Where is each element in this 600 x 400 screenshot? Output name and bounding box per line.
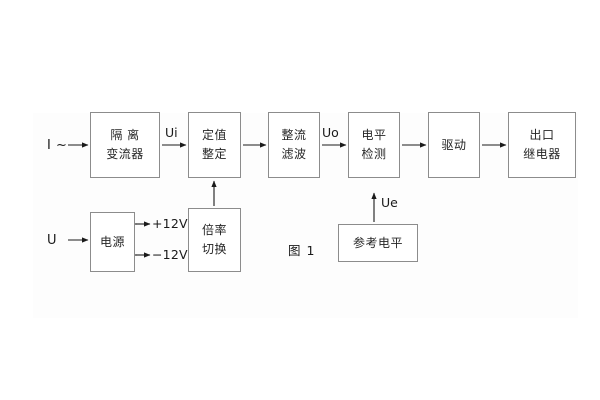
block-value-setting-line1: 定值 [201,128,227,143]
block-driver-line1: 驱动 [441,137,467,152]
block-multiplier-switch-line2: 切换 [201,242,227,256]
signal-label-uo: Uo [322,125,339,140]
rail-label-negative-12v: −12V [152,247,188,262]
rail-label-positive-12v: +12V [152,216,188,231]
block-isolation-current-transformer-line1: 隔 离 [110,128,140,143]
block-value-setting[interactable]: 定值 整定 [188,112,241,178]
input-label-voltage: U [47,233,58,248]
block-value-setting-line2: 整定 [201,147,227,161]
signal-label-ui: Ui [165,125,178,140]
block-power-supply[interactable]: 电源 [90,212,135,272]
block-rectifier-filter[interactable]: 整流 滤波 [268,112,320,178]
block-output-relay-line2: 继电器 [523,147,561,161]
signal-label-ue: Ue [381,195,398,210]
figure-caption: 图 1 [288,243,316,258]
block-power-supply-line1: 电源 [99,234,125,249]
block-isolation-current-transformer-line2: 变流器 [106,147,144,161]
block-output-relay-line1: 出口 [529,128,555,143]
block-output-relay[interactable]: 出口 继电器 [508,112,576,178]
block-level-detection-line1: 电平 [361,128,387,143]
block-rectifier-filter-line2: 滤波 [281,147,307,161]
block-multiplier-switch[interactable]: 倍率 切换 [188,208,241,272]
block-reference-level[interactable]: 参考电平 [338,224,418,262]
input-label-current: I ~ [47,138,68,153]
block-isolation-current-transformer[interactable]: 隔 离 变流器 [90,112,160,178]
block-reference-level-line1: 参考电平 [352,235,403,250]
block-rectifier-filter-line1: 整流 [281,128,307,143]
block-driver[interactable]: 驱动 [428,112,480,178]
block-level-detection[interactable]: 电平 检测 [348,112,400,178]
block-multiplier-switch-line1: 倍率 [201,223,227,238]
block-level-detection-line2: 检测 [361,147,387,161]
